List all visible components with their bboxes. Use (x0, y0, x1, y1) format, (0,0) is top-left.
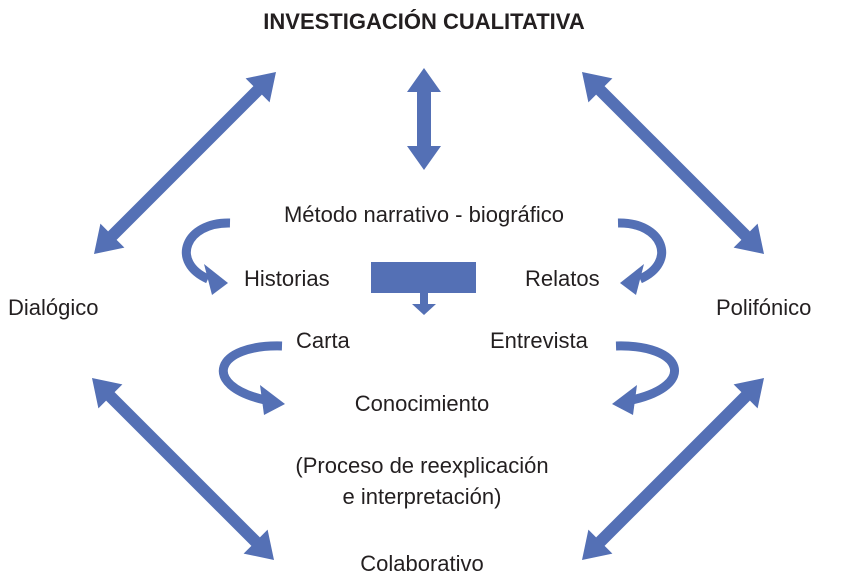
proceso-line1: (Proceso de reexplicación (295, 453, 548, 478)
double-arrow-top-left-icon (94, 72, 276, 254)
entrevista-label: Entrevista (490, 328, 589, 353)
center-box (371, 262, 476, 293)
arrowhead-icon (204, 264, 228, 295)
double-arrow-top-right-icon (582, 72, 764, 254)
arrowhead-icon (260, 385, 285, 415)
double-arrow-bottom-left-icon (92, 378, 274, 560)
double-arrow-bottom-right-icon (582, 378, 764, 560)
relatos-label: Relatos (525, 266, 600, 291)
carta-label: Carta (296, 328, 351, 353)
proceso-line2: e interpretación) (343, 484, 502, 509)
colaborativo-label: Colaborativo (360, 551, 484, 576)
historias-label: Historias (244, 266, 330, 291)
arrowhead-icon (612, 385, 637, 415)
down-arrow-icon (412, 293, 436, 315)
dialogico-label: Dialógico (8, 295, 99, 320)
curved-arrow-relatos (617, 218, 667, 284)
arrowhead-icon (620, 264, 644, 295)
curved-arrow-historias (181, 218, 231, 284)
double-arrow-top-center-icon (407, 68, 441, 170)
polifonico-label: Polifónico (716, 295, 811, 320)
diagram-title: INVESTIGACIÓN CUALITATIVA (263, 9, 585, 34)
curved-arrow-carta (218, 341, 283, 405)
method-label: Método narrativo - biográfico (284, 202, 564, 227)
conocimiento-label: Conocimiento (355, 391, 490, 416)
curved-arrow-entrevista (615, 341, 679, 405)
